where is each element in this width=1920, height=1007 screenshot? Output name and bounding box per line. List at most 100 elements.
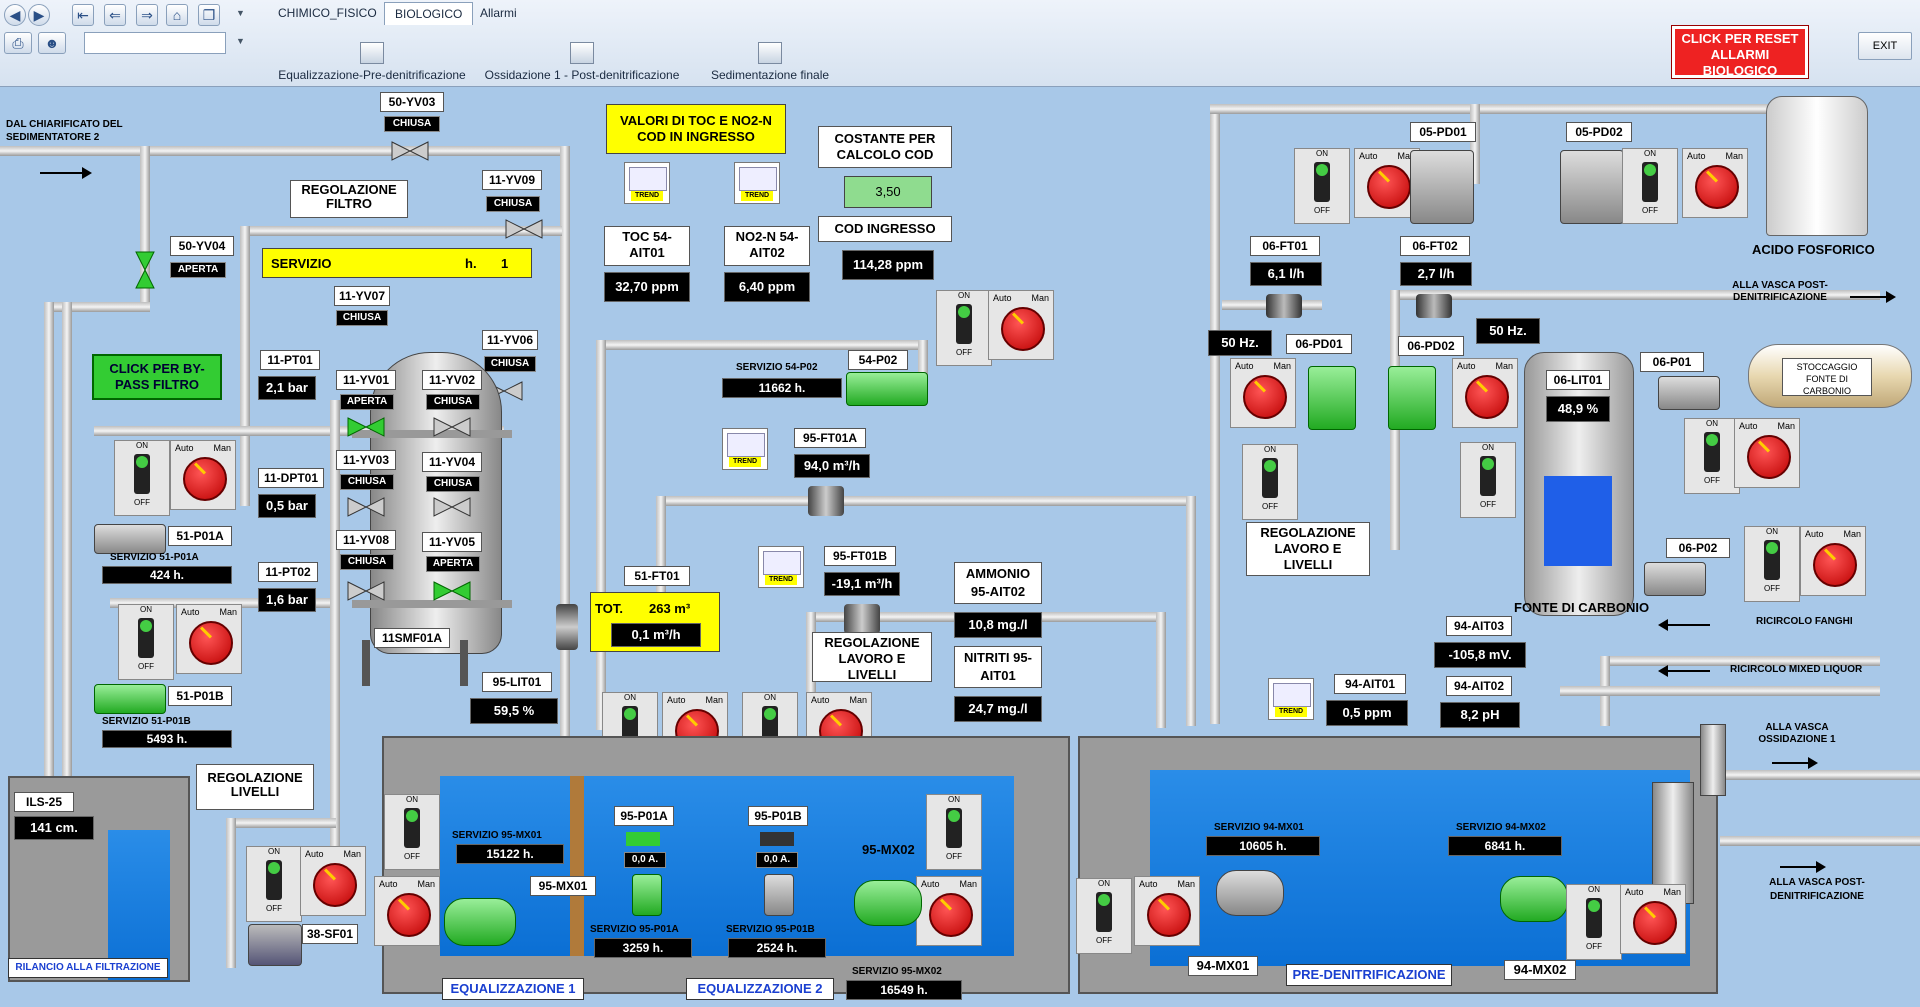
dosing-pump-icon[interactable] (1560, 150, 1624, 224)
pump-icon[interactable] (1644, 562, 1706, 596)
off-label: OFF (266, 904, 282, 913)
flow-tag: 95-FT01B (824, 546, 896, 566)
tab-biologico[interactable]: BIOLOGICO (384, 2, 474, 25)
nav-equalizzazione[interactable]: Equalizzazione-Pre-denitrificazione (272, 42, 472, 82)
trend-graph-icon (629, 167, 667, 191)
pipe (140, 146, 150, 306)
pump-icon[interactable] (94, 524, 166, 554)
chevron-down-icon[interactable]: ▼ (236, 8, 245, 18)
dosing-pump-icon[interactable] (1410, 150, 1474, 224)
tab-chimico-fisico[interactable]: CHIMICO_FISICO (278, 6, 377, 20)
valve-icon[interactable] (432, 416, 472, 438)
valve-state: CHIUSA (426, 394, 480, 410)
level-tag: 95-LIT01 (482, 672, 552, 692)
prev-page-icon[interactable]: ⇐ (104, 4, 126, 26)
valve-icon[interactable] (432, 580, 472, 602)
valve-icon[interactable] (134, 250, 156, 290)
blower-icon[interactable] (248, 924, 302, 966)
mixer-icon[interactable] (854, 880, 922, 926)
valve-icon[interactable] (346, 496, 386, 518)
valve-icon[interactable] (346, 416, 386, 438)
dosing-pump-icon[interactable] (1308, 366, 1356, 430)
knob-icon (1001, 307, 1045, 351)
mixer-icon[interactable] (1216, 870, 1284, 916)
service-hours: 6841 h. (1448, 836, 1562, 856)
auto-label: Auto (993, 293, 1012, 303)
valve-icon[interactable] (390, 140, 430, 162)
chevron-down-icon[interactable]: ▼ (236, 36, 245, 46)
pump-icon[interactable] (1658, 376, 1720, 410)
mixer-icon[interactable] (1500, 876, 1568, 922)
service-unit: h. (465, 256, 477, 271)
valve-tag: 11-YV04 (422, 452, 482, 472)
toggle-icon (956, 304, 972, 344)
user-icon[interactable]: ☻ (38, 32, 66, 54)
valve-state: CHIUSA (484, 356, 536, 372)
submersible-pump-icon[interactable] (632, 874, 662, 916)
home-icon[interactable]: ⌂ (166, 4, 188, 26)
valve-icon[interactable] (346, 580, 386, 602)
exit-button[interactable]: EXIT (1858, 32, 1912, 60)
trend-button[interactable]: TREND (758, 546, 804, 588)
pump-icon[interactable] (846, 372, 928, 406)
print-icon[interactable]: ⎙ (4, 32, 32, 54)
trend-button[interactable]: TREND (722, 428, 768, 470)
first-page-icon[interactable]: ⇤ (72, 4, 94, 26)
constant-input[interactable]: 3,50 (844, 176, 932, 208)
bypass-filter-button[interactable]: CLICK PER BY-PASS FILTRO (92, 354, 222, 400)
knob-icon (1465, 375, 1509, 419)
back-icon[interactable]: ◀ (4, 4, 26, 26)
windows-icon[interactable]: ❐ (198, 4, 220, 26)
submersible-pump-icon[interactable] (764, 874, 794, 916)
command-input[interactable] (84, 32, 226, 54)
trend-button[interactable]: TREND (734, 162, 780, 204)
valve-icon[interactable] (432, 496, 472, 518)
nav-ossidazione[interactable]: Ossidazione 1 - Post-denitrificazione (482, 42, 682, 82)
nav-sedimentazione[interactable]: Sedimentazione finale (690, 42, 850, 82)
man-label: Man (1777, 421, 1795, 431)
forward-icon[interactable]: ▶ (28, 4, 50, 26)
pump-tag: 06-PD01 (1286, 334, 1352, 354)
pump-icon[interactable] (94, 684, 166, 714)
reset-alarms-button[interactable]: CLICK PER RESET ALLARMI BIOLOGICO (1671, 25, 1809, 79)
dosing-pump-icon[interactable] (1388, 366, 1436, 430)
mixer-tag: 95-MX02 (862, 842, 915, 857)
trend-button[interactable]: TREND (1268, 678, 1314, 720)
trend-button[interactable]: TREND (624, 162, 670, 204)
gate-icon (1652, 782, 1694, 904)
man-label: Man (705, 695, 723, 705)
valve-tag: 11-YV03 (336, 450, 396, 470)
valve-icon[interactable] (504, 218, 544, 240)
next-page-icon[interactable]: ⇒ (136, 4, 158, 26)
mixer-icon[interactable] (444, 898, 516, 946)
tab-allarmi[interactable]: Allarmi (480, 6, 517, 20)
on-label: ON (958, 291, 970, 300)
